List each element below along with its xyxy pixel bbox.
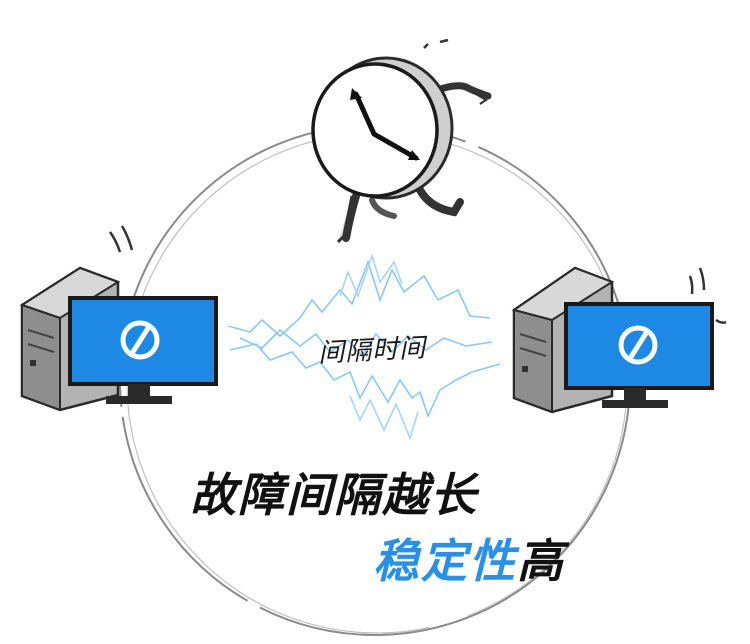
spark-burst [227,253,501,441]
left-computer-icon [19,225,218,412]
power-symbol-icon [618,325,658,365]
spark-label: 间隔时间 [317,333,427,369]
caption-tail: 高 [517,534,565,588]
right-computer-icon [511,266,727,414]
caption-accent: 稳定性 [373,534,517,588]
power-symbol-icon [120,320,160,360]
caption-line-2: 稳定性高 [373,538,565,584]
running-clock-icon [311,38,492,244]
caption-line-1: 故障间隔越长 [190,468,478,522]
